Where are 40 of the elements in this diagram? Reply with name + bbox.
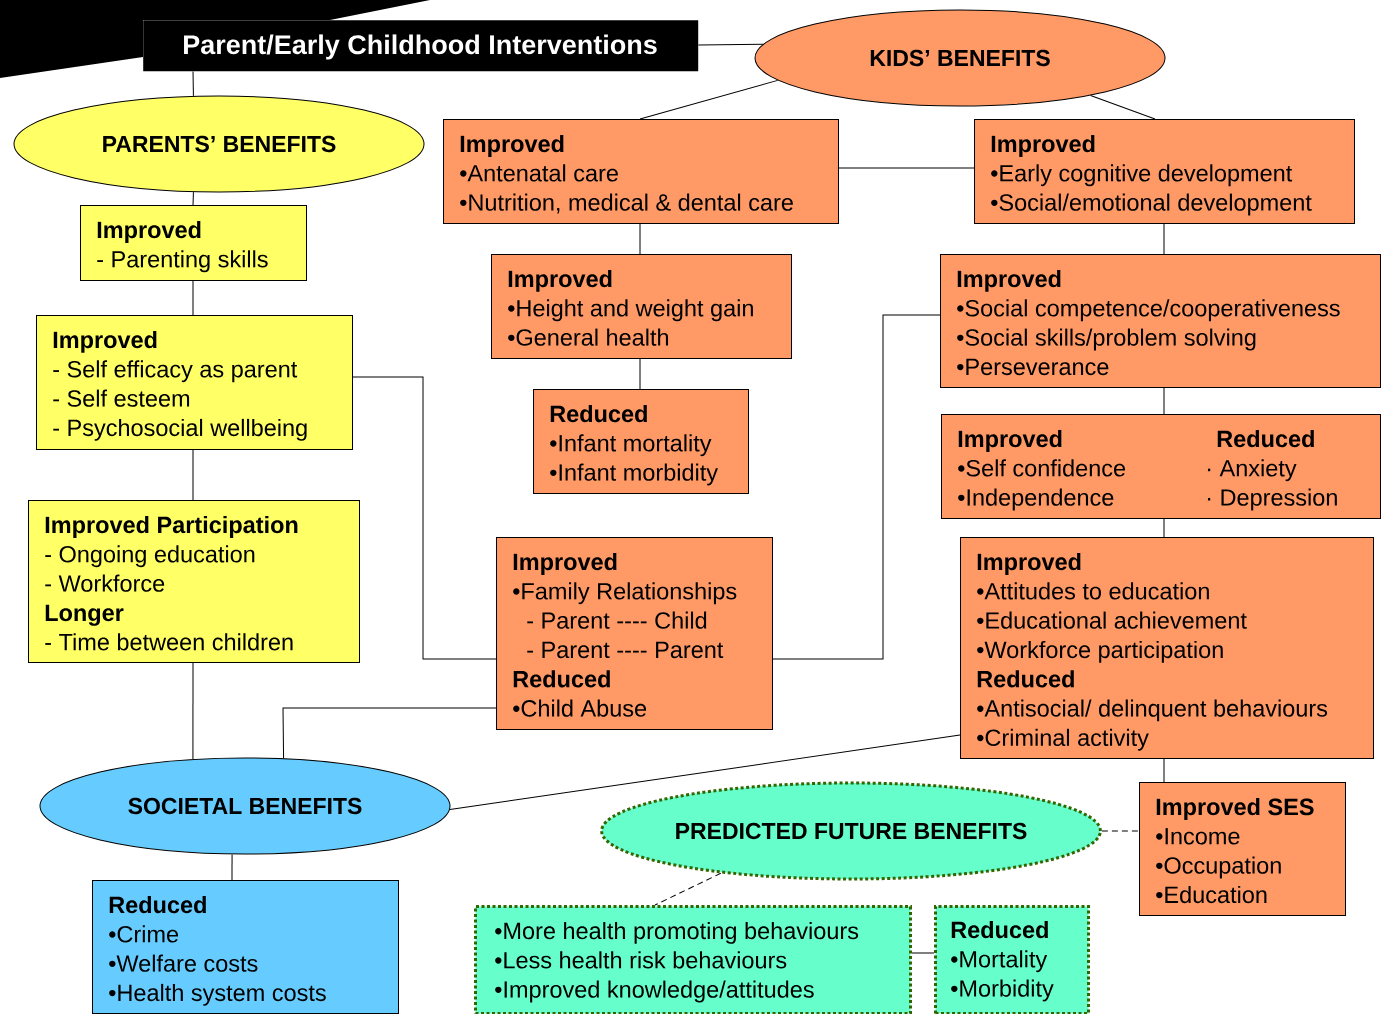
benefit-box: Reduced •Crime •Welfare costs •Health system costs — [92, 880, 399, 1014]
benefit-box: Improved •Height and weight gain •General health — [491, 254, 792, 359]
benefit-box: Improved •Attitudes to education •Educational achievement •Workforce participation Reduced •Antisocial/ delinquent behaviours •Criminal activity — [960, 537, 1374, 759]
connector-line — [192, 280, 194, 316]
node-label: Parent/Early Childhood Interventions — [184, 34, 657, 60]
connector-line — [282, 707, 497, 759]
connector-line — [1090, 94, 1156, 120]
benefit-box: Improved •Family Relationships - Parent ---- Child - Parent ---- Parent Reduced •Child Abuse — [496, 537, 773, 730]
benefit-box: Improved - Parenting skills — [80, 205, 307, 281]
connector-line — [838, 167, 975, 169]
connector-line — [192, 191, 194, 206]
connector-line — [639, 358, 641, 390]
connector-line — [911, 952, 935, 954]
benefit-box: Improved •Social competence/cooperativeness •Social skills/problem solving •Perseverance — [940, 254, 1381, 388]
connector-line — [772, 314, 941, 660]
benefit-box: Reduced •Mortality •Morbidity — [934, 905, 1090, 1014]
connector-line — [1163, 223, 1165, 255]
connector-line — [639, 79, 779, 120]
connector-line — [192, 70, 194, 97]
connector-line — [449, 734, 961, 811]
benefit-box: Improved •Antenatal care •Nutrition, medical & dental care — [443, 119, 839, 224]
connector-line — [1163, 758, 1165, 783]
benefit-box: Improved SES •Income •Occupation •Education — [1139, 782, 1346, 916]
connector-line — [1163, 518, 1165, 538]
connector-line — [1163, 387, 1165, 415]
benefit-box: •More health promoting behaviours •Less health risk behaviours •Improved knowledge/attitudes — [474, 905, 912, 1014]
connector-line — [352, 376, 497, 660]
connector-line — [192, 662, 194, 760]
benefit-box: Improved Participation - Ongoing education - Workforce Longer - Time between children — [28, 500, 360, 663]
title-banner: Parent/Early Childhood Interventions — [143, 20, 699, 72]
connector-line — [639, 223, 641, 255]
connector-line — [231, 853, 233, 881]
benefit-box: Improved •Self confidence •Independence Reduced · Anxiety · Depression — [941, 414, 1381, 519]
connector-line — [654, 872, 722, 906]
benefit-box: Improved •Early cognitive development •Social/emotional development — [974, 119, 1355, 224]
benefit-box: Improved - Self efficacy as parent - Self esteem - Psychosocial wellbeing — [36, 315, 353, 450]
connector-line — [1101, 830, 1140, 832]
connector-line — [697, 43, 764, 46]
benefit-box: Reduced •Infant mortality •Infant morbidity — [533, 389, 749, 494]
connector-line — [192, 449, 194, 501]
